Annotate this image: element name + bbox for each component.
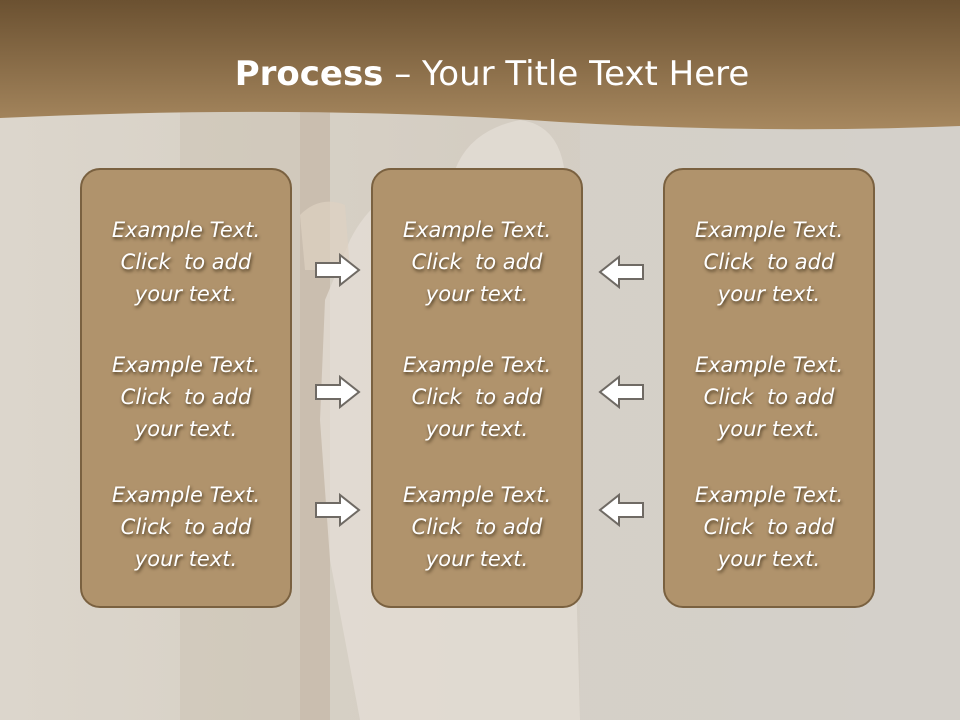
text-line: Click to add <box>120 515 252 539</box>
text-line: your text. <box>717 282 821 306</box>
text-line: Example Text. <box>694 353 844 377</box>
left-arrow-icon <box>598 374 644 410</box>
left-panel[interactable]: Example Text. Click to add your text. Ex… <box>80 168 292 608</box>
title-rest: – Your Title Text Here <box>383 54 750 94</box>
text-block[interactable]: Example Text. Click to add your text. <box>373 214 581 310</box>
text-line: your text. <box>425 282 529 306</box>
title-bold: Process <box>234 54 384 94</box>
left-arrow-icon <box>598 492 644 528</box>
right-arrow-icon <box>315 374 361 410</box>
text-line: Click to add <box>411 515 543 539</box>
left-arrow-icon <box>598 254 644 290</box>
text-line: Example Text. <box>694 483 844 507</box>
text-line: your text. <box>134 417 238 441</box>
text-line: your text. <box>134 282 238 306</box>
right-arrow-icon <box>315 492 361 528</box>
text-line: Click to add <box>411 385 543 409</box>
text-line: your text. <box>717 547 821 571</box>
text-line: Example Text. <box>111 218 261 242</box>
text-line: your text. <box>425 547 529 571</box>
text-line: Example Text. <box>111 483 261 507</box>
text-line: Example Text. <box>111 353 261 377</box>
text-block[interactable]: Example Text. Click to add your text. <box>665 214 873 310</box>
slide-title[interactable]: Process – Your Title Text Here <box>0 52 960 96</box>
right-arrow-icon <box>315 252 361 288</box>
text-block[interactable]: Example Text. Click to add your text. <box>82 214 290 310</box>
text-line: Click to add <box>120 385 252 409</box>
text-block[interactable]: Example Text. Click to add your text. <box>665 349 873 445</box>
text-line: Click to add <box>120 250 252 274</box>
text-line: Example Text. <box>402 353 552 377</box>
text-line: Example Text. <box>694 218 844 242</box>
text-block[interactable]: Example Text. Click to add your text. <box>373 479 581 575</box>
text-line: Click to add <box>703 515 835 539</box>
right-panel[interactable]: Example Text. Click to add your text. Ex… <box>663 168 875 608</box>
text-block[interactable]: Example Text. Click to add your text. <box>82 479 290 575</box>
text-line: Click to add <box>703 385 835 409</box>
text-block[interactable]: Example Text. Click to add your text. <box>373 349 581 445</box>
middle-panel[interactable]: Example Text. Click to add your text. Ex… <box>371 168 583 608</box>
text-line: Example Text. <box>402 218 552 242</box>
text-block[interactable]: Example Text. Click to add your text. <box>82 349 290 445</box>
text-line: Click to add <box>703 250 835 274</box>
text-line: Click to add <box>411 250 543 274</box>
text-line: your text. <box>425 417 529 441</box>
text-line: your text. <box>717 417 821 441</box>
text-line: Example Text. <box>402 483 552 507</box>
text-line: your text. <box>134 547 238 571</box>
text-block[interactable]: Example Text. Click to add your text. <box>665 479 873 575</box>
